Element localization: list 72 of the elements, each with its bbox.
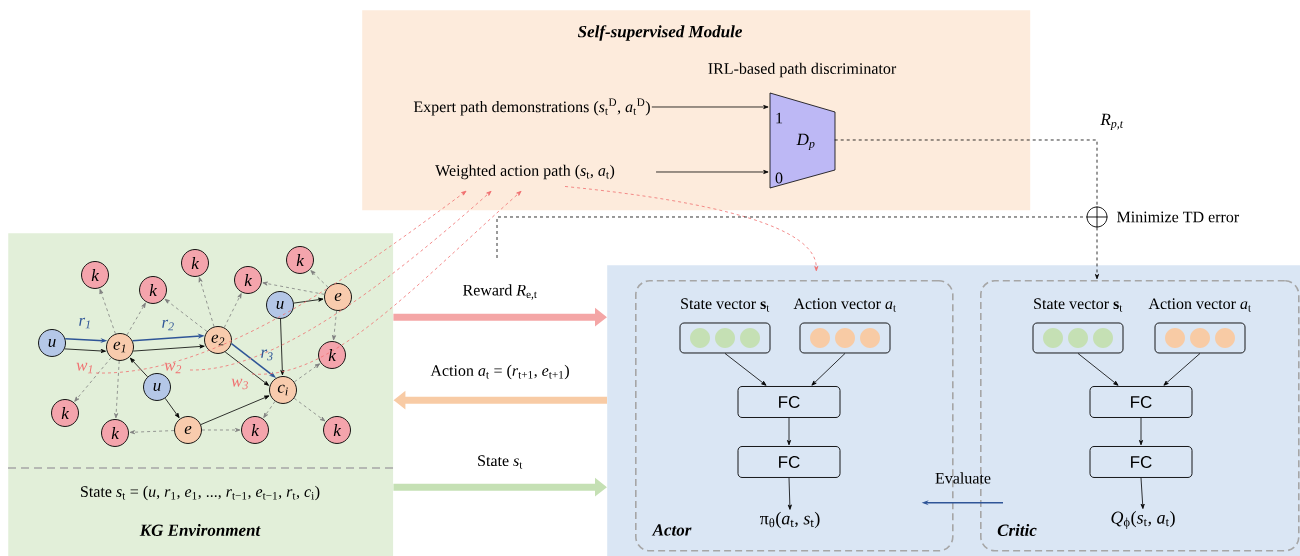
dashed-arrow <box>164 298 208 332</box>
fc-box: FC <box>1089 386 1193 418</box>
edge-label: w$_{1}$ <box>76 362 93 374</box>
dashed-arrow <box>262 281 325 295</box>
fc-box: FC <box>737 446 841 478</box>
node-label: Action vector a$_{t}$ <box>793 298 896 312</box>
dashed-arrow <box>95 190 467 374</box>
dashed-line <box>834 139 1098 207</box>
arrow <box>200 395 270 425</box>
vector-box: State vector s$_{t}$ <box>1032 298 1124 354</box>
dashed-line <box>496 216 1087 259</box>
arrow <box>132 344 205 352</box>
arrow <box>129 357 148 378</box>
dashed-arrow <box>223 293 242 328</box>
node-label: Action vector a$_{t}$ <box>1148 298 1251 312</box>
output-formula: π$_{θ}$(a$_{t}$, s$_{t}$) <box>759 511 820 529</box>
vector-box: Action vector a$_{t}$ <box>793 298 896 354</box>
dashed-arrow <box>74 357 112 402</box>
vector-box: State vector s$_{t}$ <box>679 298 771 354</box>
dashed-arrow <box>293 397 326 422</box>
dashed-arrow <box>189 190 492 371</box>
discriminator-trapezoid: 1 D$_{p}$ 0 <box>769 92 836 189</box>
edge-label: w$_{3}$ <box>231 378 248 390</box>
agent-panel <box>607 265 1300 556</box>
arrow <box>655 169 769 174</box>
edge-label: Evaluate <box>935 472 991 484</box>
fc-box: FC <box>1089 446 1193 478</box>
output-formula: Q$_{ϕ}$(s$_{t}$, a$_{t}$) <box>1111 511 1175 529</box>
arrow <box>1139 417 1143 446</box>
node-label: IRL-based path discriminator <box>708 62 897 78</box>
arrow <box>64 348 106 353</box>
edge-label: Action a$_{t}$ = (r$_{t+1}$, e$_{t+1}$) <box>430 364 569 380</box>
edge-label: R$_{p,t}$ <box>1100 113 1124 131</box>
edge-label: State s$_{t}$ <box>478 455 523 469</box>
fc-box: FC <box>737 386 841 418</box>
arrow <box>1163 353 1201 386</box>
dashed-arrow <box>201 428 241 432</box>
path-label: Weighted action path (s$_{t}$, a$_{t}$) <box>435 164 615 180</box>
node-label: State vector s$_{t}$ <box>1034 298 1123 312</box>
dashed-arrow <box>126 302 146 336</box>
node-label: Minimize TD error <box>1117 211 1240 223</box>
dashed-arrow <box>293 363 321 383</box>
vector-box: Action vector a$_{t}$ <box>1148 298 1251 354</box>
dashed-arrow <box>198 277 215 327</box>
dashed-arrow <box>564 186 819 272</box>
dashed-arrow <box>332 310 337 341</box>
node-label: State vector s$_{t}$ <box>681 298 770 312</box>
dashed-arrow <box>129 430 175 435</box>
arrow <box>280 318 285 376</box>
dashed-arrow <box>310 270 329 288</box>
arrow <box>230 342 276 378</box>
edge-label: r$_{2}$ <box>162 319 174 331</box>
edge-label: r$_{1}$ <box>79 317 90 329</box>
arrow <box>787 477 792 510</box>
dashed-arrow <box>251 190 522 375</box>
path-label: Expert path demonstrations (s$_{t}$$^{D}$, a$_{t}$$^{D}$) <box>413 98 650 116</box>
arrow <box>724 353 767 386</box>
dashed-arrow <box>99 288 116 335</box>
arrow <box>811 353 846 386</box>
edge-label: r$_{3}$ <box>261 349 273 361</box>
arrow <box>1077 353 1119 386</box>
arrow <box>1140 477 1145 509</box>
arrow <box>787 417 791 446</box>
arrow <box>651 104 769 109</box>
edge-label: w$_{2}$ <box>164 362 182 374</box>
dashed-arrow <box>1095 227 1099 280</box>
dashed-arrow <box>114 360 120 419</box>
arrow <box>293 297 324 304</box>
edge-label: Reward R$_{e,t}$ <box>463 284 537 300</box>
arrow <box>164 397 180 419</box>
arrow <box>224 351 270 386</box>
dashed-arrow <box>263 401 276 418</box>
